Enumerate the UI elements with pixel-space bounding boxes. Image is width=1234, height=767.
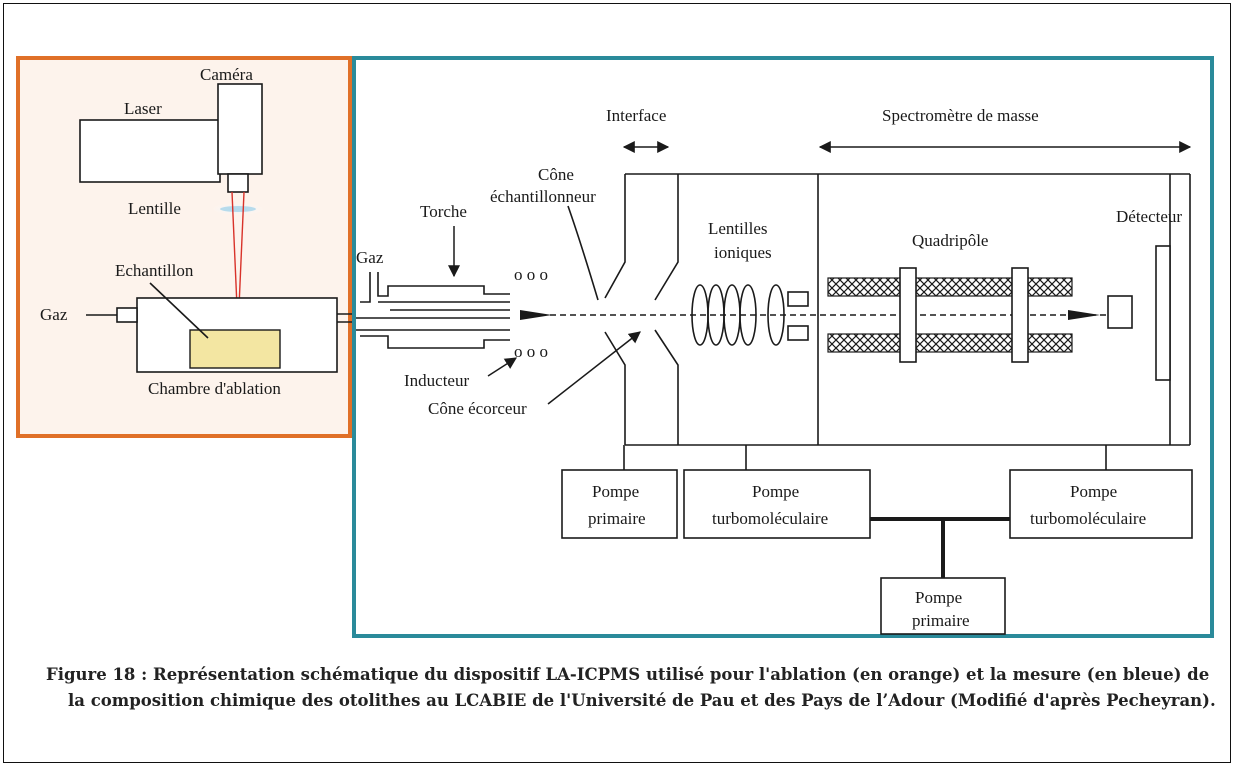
skimmer-cone-label: Cône écorceur <box>428 399 527 418</box>
ion-lens-block-bottom <box>787 325 809 341</box>
interface-label: Interface <box>606 106 666 125</box>
measurement-panel-border <box>352 56 1214 638</box>
torch-body-bottom <box>356 317 510 349</box>
lens-label: Lentille <box>128 199 181 218</box>
laser-label: Laser <box>124 99 162 118</box>
pump-turbo-1 <box>683 469 871 539</box>
ion-lenses-label-1: Lentilles <box>708 219 767 238</box>
plasma-arrowhead <box>520 310 552 320</box>
quadrupole-rod-top <box>827 277 1073 297</box>
sample-block <box>189 329 281 369</box>
pump-turbo-2-line2: turbomoléculaire <box>1030 509 1146 528</box>
inductor-label: Inducteur <box>404 371 469 390</box>
measure-gas-label: Gaz <box>356 248 384 267</box>
pump-primary-2-line1: Pompe <box>915 588 962 607</box>
detector-label: Détecteur <box>1116 207 1182 226</box>
lens-icon <box>220 206 256 212</box>
torch-body-top <box>360 272 510 303</box>
sampler-cone-pointer <box>567 205 599 301</box>
ion-lens-4 <box>739 284 757 346</box>
la-icpms-diagram: Caméra Laser Lentille Echantillon Gaz Ch… <box>16 56 1214 638</box>
detector-plate <box>1155 245 1171 381</box>
sample-pointer <box>149 282 209 339</box>
skimmer-pointer <box>547 331 641 405</box>
pump-primary-1 <box>561 469 678 539</box>
ablation-panel: Caméra Laser Lentille Echantillon Gaz Ch… <box>16 56 356 438</box>
pump-turbo-2 <box>1009 469 1193 539</box>
pump-turbo-1-line1: Pompe <box>752 482 799 501</box>
ablation-gas-label: Gaz <box>40 305 68 324</box>
ion-lens-5 <box>767 284 785 346</box>
mass-spectrometer-label: Spectromètre de masse <box>882 106 1039 125</box>
pump-primary-1-line2: primaire <box>588 509 646 528</box>
quadrupole-rod-bottom <box>827 333 1073 353</box>
ion-lens-block-top <box>787 291 809 307</box>
sample-label: Echantillon <box>115 261 194 280</box>
chamber-label: Chambre d'ablation <box>148 379 281 398</box>
detector-body <box>1107 295 1133 329</box>
quadrupole-label: Quadripôle <box>912 231 988 250</box>
figure-caption: Figure 18 : Représentation schématique d… <box>46 662 1216 714</box>
interface-wall-inner <box>654 174 679 445</box>
pump-primary-1-line1: Pompe <box>592 482 639 501</box>
ion-lenses-label-2: ioniques <box>714 243 772 262</box>
gas-inlet-nozzle <box>116 307 138 323</box>
figure-frame <box>3 3 1231 763</box>
beam-arrowhead <box>1068 310 1100 320</box>
figure-caption-text: Figure 18 : Représentation schématique d… <box>46 665 1216 710</box>
pump-turbo-1-line2: turbomoléculaire <box>712 509 828 528</box>
pump-turbo-2-line1: Pompe <box>1070 482 1117 501</box>
torch-label: Torche <box>420 202 467 221</box>
pump-primary-2-line2: primaire <box>912 611 970 630</box>
quadrupole-support-2 <box>1011 267 1029 363</box>
inductor-pointer <box>487 357 518 377</box>
camera-label: Caméra <box>200 65 253 84</box>
camera-nozzle <box>227 173 249 193</box>
sampler-cone-label-1: Cône <box>538 165 574 184</box>
measurement-panel: Interface Spectromètre de masse Cône éch… <box>352 56 1214 638</box>
interface-wall-outer <box>604 174 626 445</box>
sampler-cone-label-2: échantillonneur <box>490 187 596 206</box>
pump-primary-2 <box>880 577 1006 635</box>
coil-top: o o o <box>514 265 548 284</box>
laser-body <box>79 119 221 183</box>
coil-bottom: o o o <box>514 342 548 361</box>
quadrupole-support-1 <box>899 267 917 363</box>
camera-body <box>217 83 263 175</box>
